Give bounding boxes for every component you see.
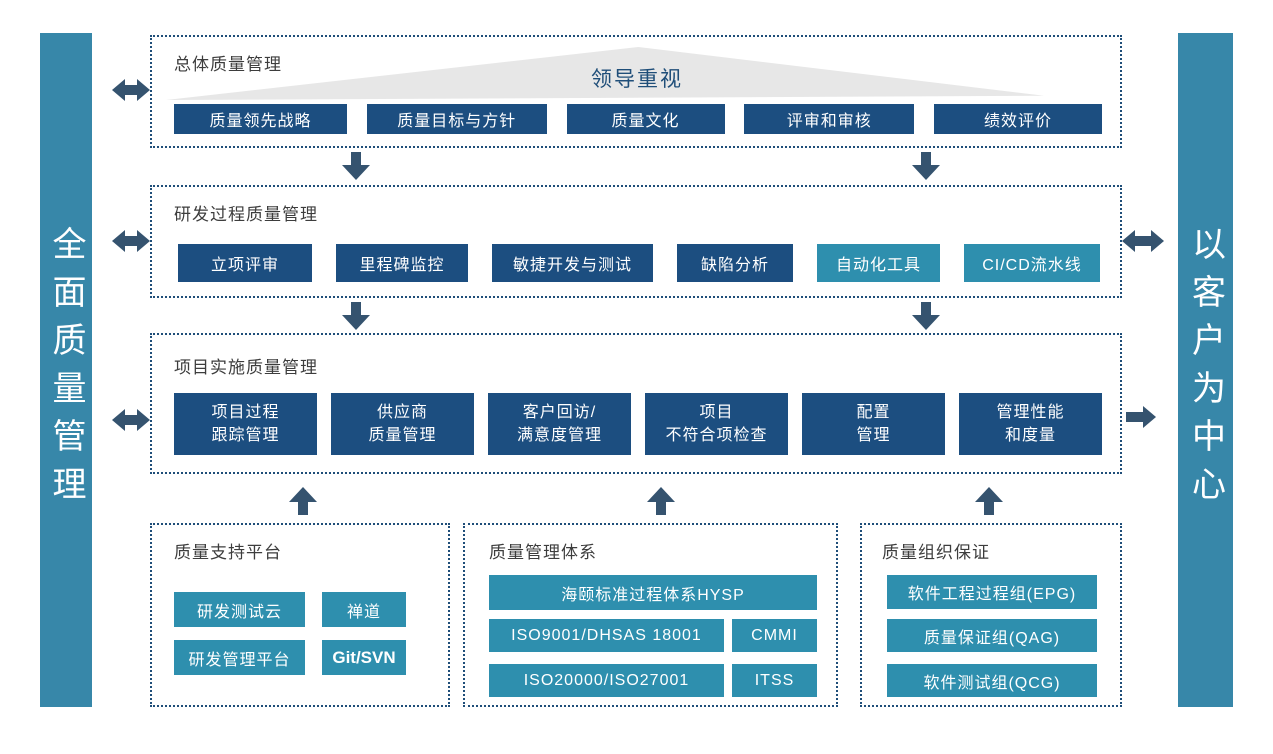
- double-arrow-icon: [1122, 230, 1164, 252]
- chip-line: 不符合项检查: [665, 427, 768, 444]
- down-arrow-icon: [342, 152, 370, 180]
- chip-rd-test-cloud: 研发测试云: [174, 592, 305, 627]
- panel-rd-title: 研发过程质量管理: [174, 205, 318, 224]
- chip-customer-satisfaction: 客户回访/满意度管理: [488, 393, 631, 455]
- chip-cmmi: CMMI: [732, 619, 817, 652]
- chip-performance-metrics: 管理性能和度量: [959, 393, 1102, 455]
- panel-overall-title: 总体质量管理: [174, 55, 282, 74]
- panel-overall-quality: 领导重视 总体质量管理 质量领先战略 质量目标与方针 质量文化 评审和审核 绩效…: [150, 35, 1122, 148]
- chip-git-svn: Git/SVN: [322, 640, 406, 675]
- chip-itss: ITSS: [732, 664, 817, 697]
- chip-qag: 质量保证组(QAG): [887, 619, 1097, 652]
- panel-platform-title: 质量支持平台: [174, 543, 282, 562]
- chip-cicd-pipeline: CI/CD流水线: [964, 244, 1100, 282]
- chip-defect-analysis: 缺陷分析: [677, 244, 793, 282]
- panel-organization: 质量组织保证 软件工程过程组(EPG) 质量保证组(QAG) 软件测试组(QCG…: [860, 523, 1122, 707]
- chip-quality-goals: 质量目标与方针: [366, 104, 547, 134]
- chip-rd-mgmt-platform: 研发管理平台: [174, 640, 305, 675]
- chip-line: 供应商: [376, 403, 428, 421]
- chip-line: 跟踪管理: [211, 427, 280, 444]
- chip-line: 项目过程: [211, 403, 280, 421]
- chip-automation-tools: 自动化工具: [817, 244, 940, 282]
- chip-iso20000: ISO20000/ISO27001: [489, 664, 724, 697]
- double-arrow-icon: [112, 79, 150, 101]
- leadership-banner-label: 领导重视: [591, 68, 683, 91]
- left-bar-total-quality: 全面质量管理: [40, 33, 92, 707]
- chip-hysp: 海颐标准过程体系HYSP: [489, 575, 817, 610]
- chip-epg: 软件工程过程组(EPG): [887, 575, 1097, 609]
- panel-organization-title: 质量组织保证: [882, 543, 990, 562]
- down-arrow-icon: [342, 302, 370, 330]
- right-arrow-icon: [1126, 406, 1156, 428]
- chip-zentao: 禅道: [322, 592, 406, 627]
- chip-milestone-monitor: 里程碑监控: [336, 244, 468, 282]
- panel-qms-title: 质量管理体系: [489, 543, 597, 562]
- chip-review-audit: 评审和审核: [744, 104, 915, 134]
- chip-performance-eval: 绩效评价: [934, 104, 1102, 134]
- chip-quality-culture: 质量文化: [566, 104, 725, 134]
- chip-quality-strategy: 质量领先战略: [174, 104, 347, 134]
- panel-rd-process: 研发过程质量管理 立项评审 里程碑监控 敏捷开发与测试 缺陷分析 自动化工具 C…: [150, 185, 1122, 298]
- chip-agile-dev-test: 敏捷开发与测试: [492, 244, 653, 282]
- right-bar-customer-centric: 以客户为中心: [1178, 33, 1233, 707]
- chip-project-approval: 立项评审: [178, 244, 312, 282]
- chip-configuration-mgmt: 配置管理: [802, 393, 945, 455]
- panel-project-impl: 项目实施质量管理 项目过程跟踪管理 供应商质量管理 客户回访/满意度管理 项目不…: [150, 333, 1122, 474]
- chip-line: 管理性能: [996, 403, 1065, 421]
- chip-qcg: 软件测试组(QCG): [887, 664, 1097, 697]
- up-arrow-icon: [647, 487, 675, 515]
- panel-support-platform: 质量支持平台 研发测试云 禅道 研发管理平台 Git/SVN: [150, 523, 450, 707]
- right-bar-label: 以客户为中心: [1186, 226, 1225, 514]
- panel-project-title: 项目实施质量管理: [174, 358, 318, 377]
- double-arrow-icon: [112, 409, 150, 431]
- chip-line: 和度量: [1004, 427, 1056, 444]
- chip-project-tracking: 项目过程跟踪管理: [174, 393, 317, 455]
- double-arrow-icon: [112, 230, 150, 252]
- chip-line: 项目: [699, 403, 734, 421]
- chip-line: 质量管理: [368, 427, 437, 444]
- chip-line: 配置: [856, 403, 891, 421]
- down-arrow-icon: [912, 302, 940, 330]
- up-arrow-icon: [289, 487, 317, 515]
- chip-iso9001: ISO9001/DHSAS 18001: [489, 619, 724, 652]
- left-bar-label: 全面质量管理: [47, 226, 85, 514]
- chip-supplier-quality: 供应商质量管理: [331, 393, 474, 455]
- down-arrow-icon: [912, 152, 940, 180]
- panel-qms: 质量管理体系 海颐标准过程体系HYSP ISO9001/DHSAS 18001 …: [463, 523, 838, 707]
- chip-line: 客户回访/: [522, 403, 597, 421]
- chip-line: 满意度管理: [516, 427, 602, 444]
- up-arrow-icon: [975, 487, 1003, 515]
- chip-nonconformance-check: 项目不符合项检查: [645, 393, 788, 455]
- chip-line: 管理: [856, 427, 891, 444]
